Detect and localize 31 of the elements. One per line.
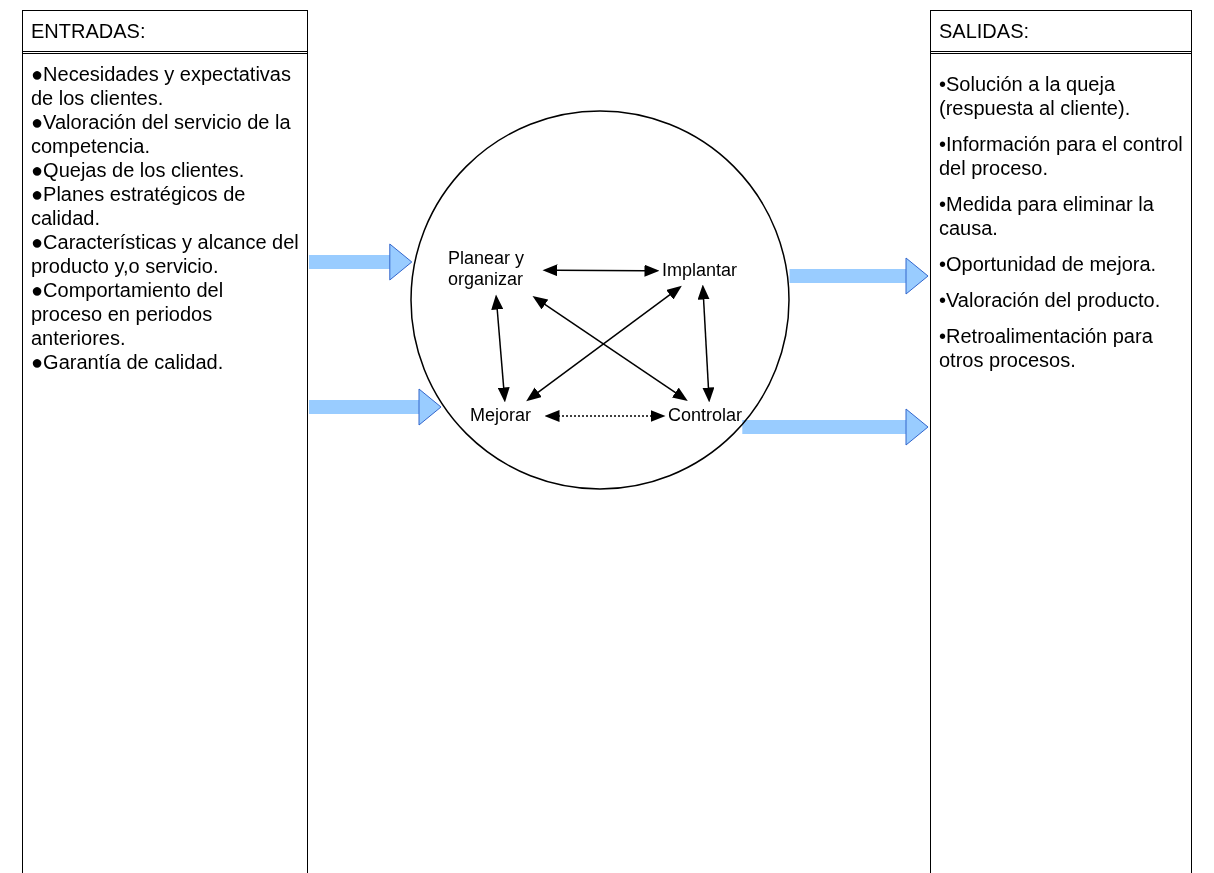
list-panel <box>22 10 308 873</box>
block-arrow <box>309 243 413 281</box>
panel-heading: ENTRADAS: <box>23 11 307 54</box>
arrow <box>544 410 666 422</box>
list-item: •Valoración del producto. <box>938 288 1162 312</box>
step-label: Controlar <box>668 405 744 426</box>
list-item: ●Planes estratégicos de calidad. <box>30 182 247 230</box>
panel-heading: SALIDAS: <box>931 11 1191 54</box>
step-label: Mejorar <box>470 405 532 426</box>
step-label: Implantar <box>662 260 739 281</box>
block-arrow <box>789 257 929 295</box>
arrow <box>542 264 660 277</box>
list-item: ●Valoración del servicio de la competencia. <box>30 110 292 158</box>
list-item: •Medida para eliminar la causa. <box>938 192 1155 240</box>
list-item: ●Necesidades y expectativas de los clientes. <box>30 62 292 110</box>
arrow <box>532 296 688 401</box>
step-label: Planear y organizar <box>448 248 526 290</box>
list-panel <box>930 10 1192 873</box>
arrow <box>491 294 510 403</box>
list-item: ●Características y alcance del producto y,o servicio. <box>30 230 300 278</box>
list-item: •Oportunidad de mejora. <box>938 252 1158 276</box>
block-arrow <box>742 408 929 446</box>
list-item: •Solución a la queja (respuesta al cliente). <box>938 72 1132 120</box>
arrow <box>526 285 682 402</box>
list-item: ●Garantía de calidad. <box>30 350 225 374</box>
block-arrow <box>309 388 442 426</box>
list-item: ●Comportamiento del proceso en periodos anteriores. <box>30 278 225 350</box>
list-item: ●Quejas de los clientes. <box>30 158 246 182</box>
arrow <box>697 284 715 403</box>
list-item: •Información para el control del proceso. <box>938 132 1184 180</box>
list-item: •Retroalimentación para otros procesos. <box>938 324 1154 372</box>
